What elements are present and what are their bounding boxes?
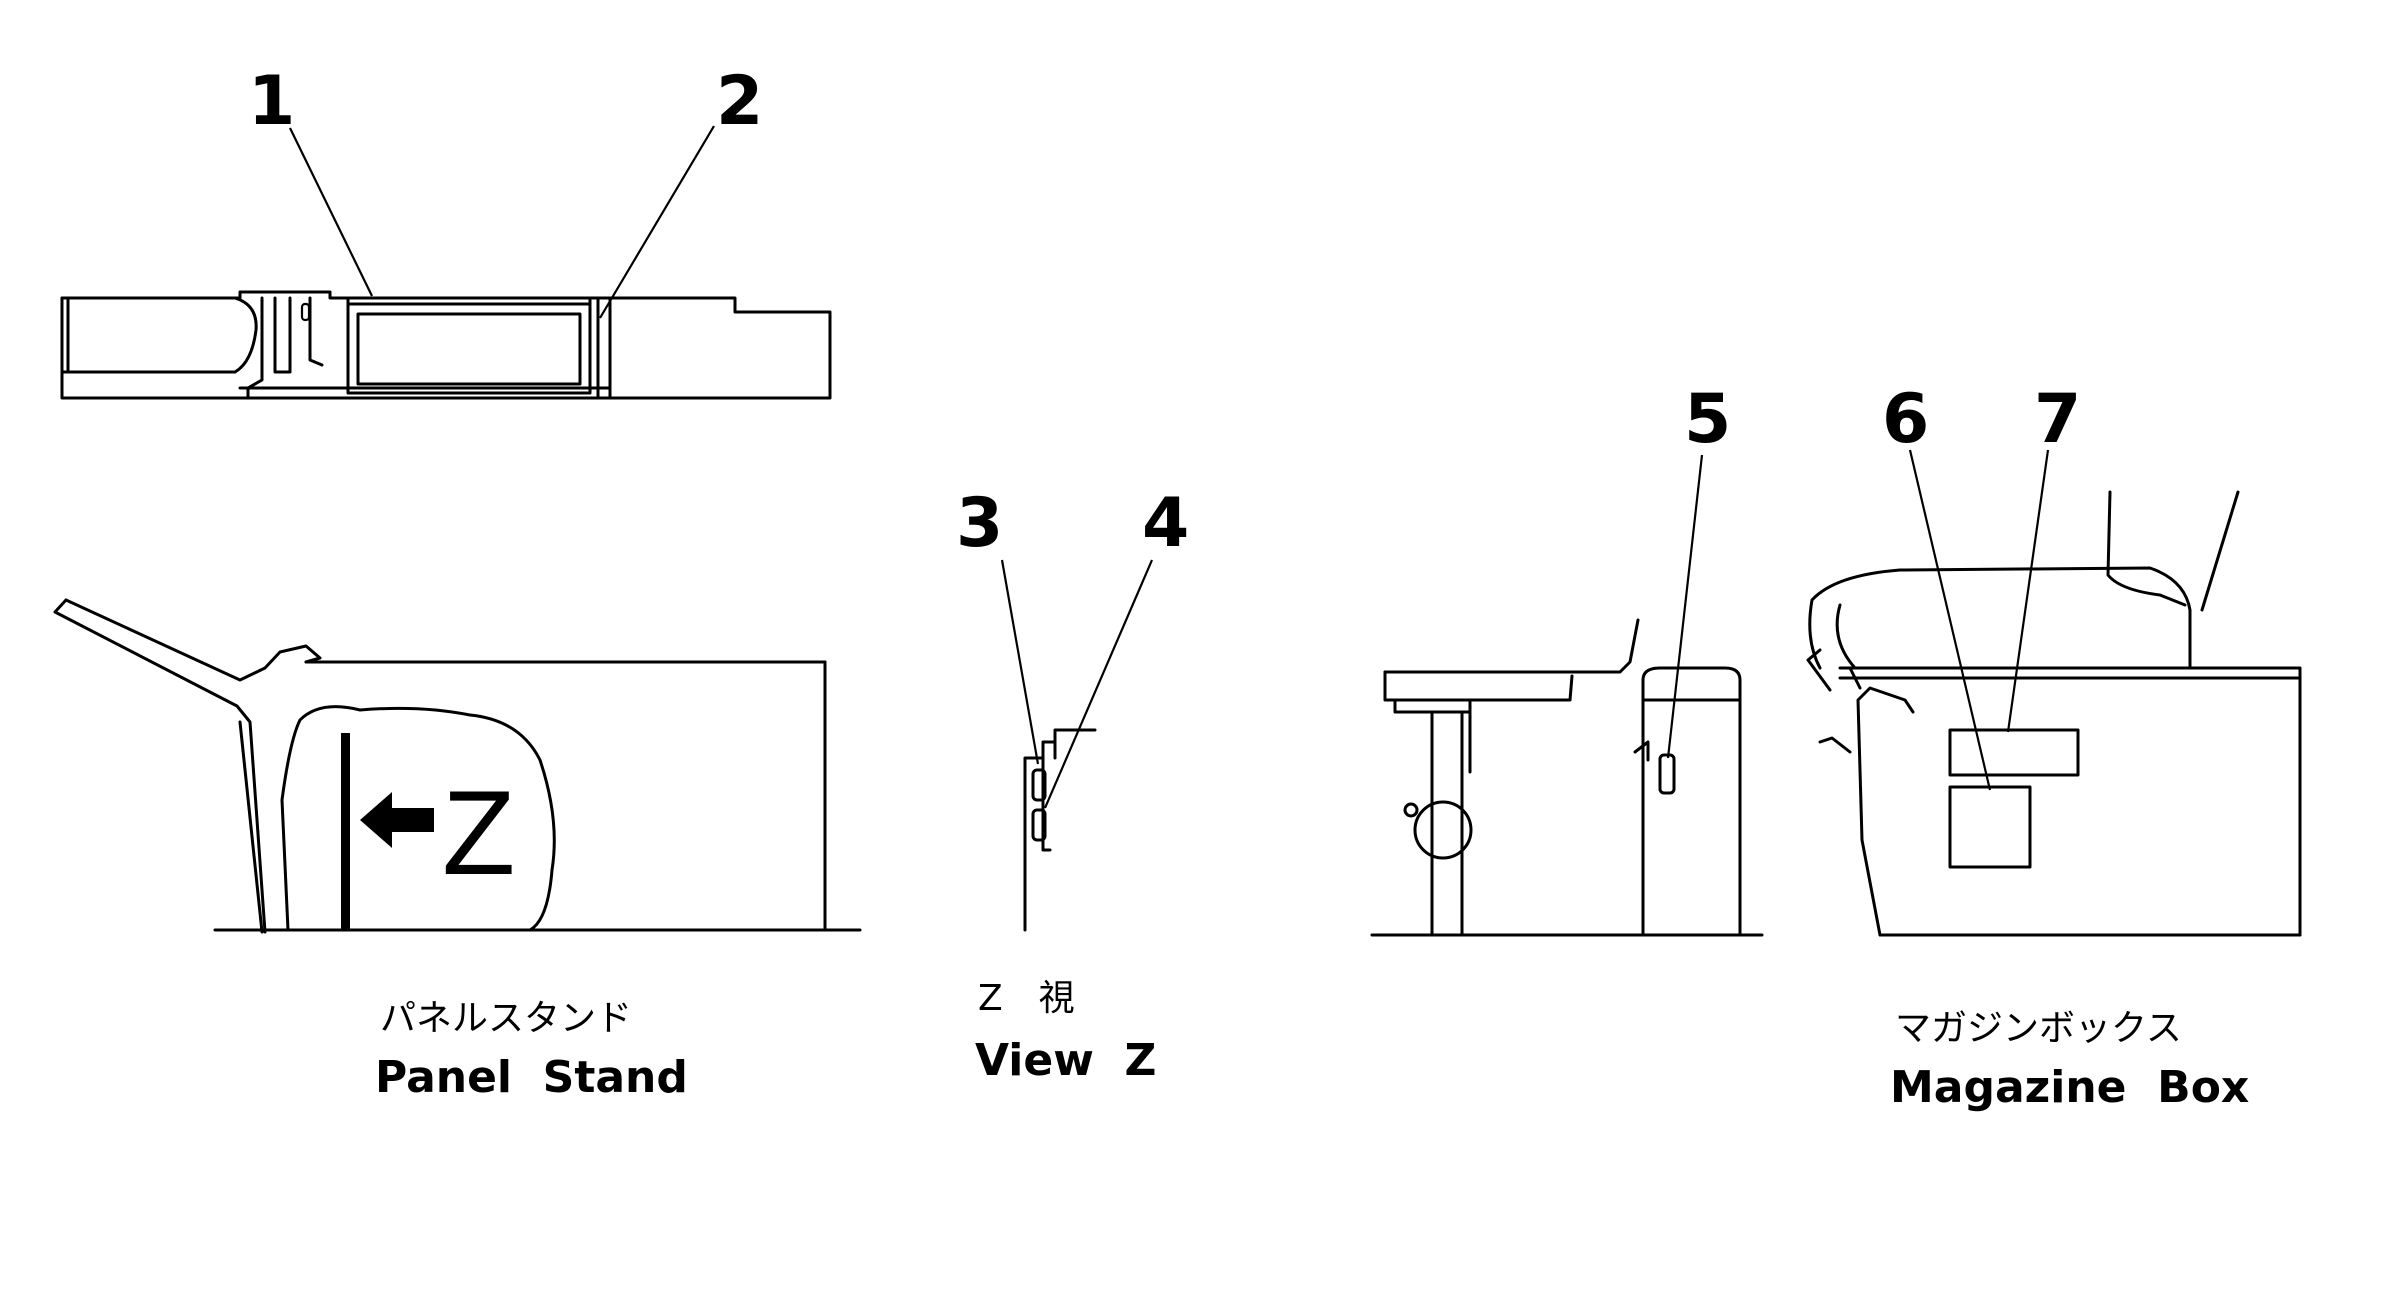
magazine-box-caption-en: Magazine Box <box>1890 1062 2249 1113</box>
callout-1: 1 <box>248 62 295 141</box>
callout-3: 3 <box>956 484 1003 563</box>
panel-stand-side-view <box>53 598 862 934</box>
callout-5: 5 <box>1684 380 1731 459</box>
panel-stand-caption-en: Panel Stand <box>375 1052 688 1103</box>
panel-stand-top-view <box>60 290 832 400</box>
view-z-detail <box>1023 728 1097 932</box>
callout-6: 6 <box>1882 380 1929 459</box>
callout-7: 7 <box>2034 380 2081 459</box>
view-z-caption-en: View Z <box>975 1035 1156 1086</box>
callout-4: 4 <box>1142 484 1189 563</box>
view-z-caption-jp: Z 視 <box>978 978 1075 1019</box>
magazine-box-front-view <box>1370 618 1764 937</box>
view-z-marker: Z <box>442 766 515 900</box>
leader-lines <box>289 125 2050 809</box>
callout-2: 2 <box>716 62 763 141</box>
panel-stand-caption-jp: パネルスタンド <box>380 998 632 1039</box>
magazine-box-caption-jp: マガジンボックス <box>1895 1008 2182 1049</box>
magazine-box-side-view <box>1806 490 2302 937</box>
